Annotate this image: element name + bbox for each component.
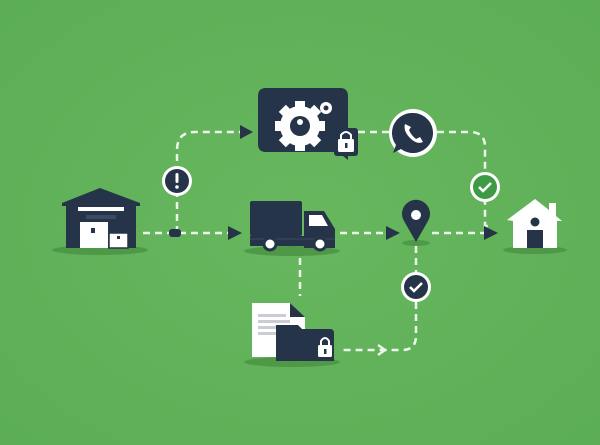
gear-tooth bbox=[295, 141, 305, 151]
alert-icon bbox=[175, 173, 179, 183]
arrow-icon bbox=[240, 125, 253, 139]
gear-chat-bubble-icon bbox=[258, 88, 358, 160]
house-icon bbox=[507, 199, 562, 248]
check-marker-green bbox=[470, 172, 500, 202]
connector-to-settings bbox=[175, 130, 240, 233]
arrow-icon bbox=[228, 226, 242, 240]
check-marker-dark bbox=[401, 272, 431, 302]
lock-icon bbox=[318, 337, 332, 357]
map-pin-icon bbox=[402, 199, 431, 242]
arrow-icon bbox=[484, 226, 498, 240]
connectors bbox=[143, 130, 488, 352]
chevron-right-icon bbox=[377, 343, 388, 357]
phone-chat-icon bbox=[389, 109, 437, 157]
alert-marker bbox=[162, 166, 192, 196]
delivery-truck-icon bbox=[250, 201, 335, 252]
connector-pin-docs bbox=[340, 246, 418, 352]
arrow-icon bbox=[386, 226, 400, 240]
gear-tooth bbox=[315, 121, 325, 131]
warehouse-icon bbox=[62, 188, 140, 249]
gear-tooth bbox=[275, 121, 285, 131]
arrowheads bbox=[169, 125, 498, 240]
check-icon bbox=[478, 182, 492, 193]
lock-icon bbox=[334, 128, 358, 156]
junction-node bbox=[169, 229, 181, 237]
document-folder-icon bbox=[252, 303, 334, 361]
gear-tooth bbox=[295, 101, 305, 111]
check-icon bbox=[409, 282, 423, 293]
